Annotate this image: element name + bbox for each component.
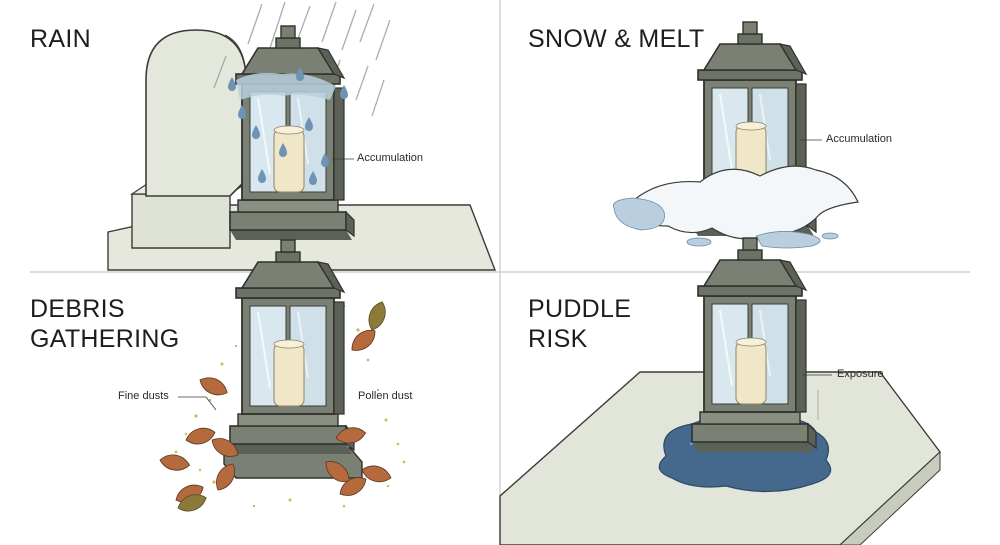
- exposure-label: Exposure: [837, 368, 884, 380]
- debris-title: DEBRIS GATHERING: [30, 294, 179, 354]
- snow-illustration: [613, 21, 859, 249]
- puddle-title: PUDDLE RISK: [528, 294, 631, 354]
- rain-accumulation-label: Accumulation: [357, 152, 424, 164]
- snow-accumulation-label: Accumulation: [826, 133, 893, 145]
- pollen-dust-label: Pollen dust: [358, 390, 413, 402]
- puddle-title-line2: RISK: [528, 325, 588, 353]
- debris-title-line1: DEBRIS: [30, 295, 125, 323]
- debris-illustration: [158, 239, 406, 516]
- puddle-illustration: [499, 237, 941, 545]
- fine-dusts-label: Fine dusts: [118, 390, 169, 402]
- rain-title-text: RAIN: [30, 25, 91, 53]
- rain-title: RAIN: [30, 24, 91, 54]
- snow-title-text: SNOW & MELT: [528, 25, 705, 53]
- snow-title: SNOW & MELT: [528, 24, 704, 54]
- puddle-title-line1: PUDDLE: [528, 295, 632, 323]
- debris-title-line2: GATHERING: [30, 325, 180, 353]
- rain-illustration: [107, 1, 497, 271]
